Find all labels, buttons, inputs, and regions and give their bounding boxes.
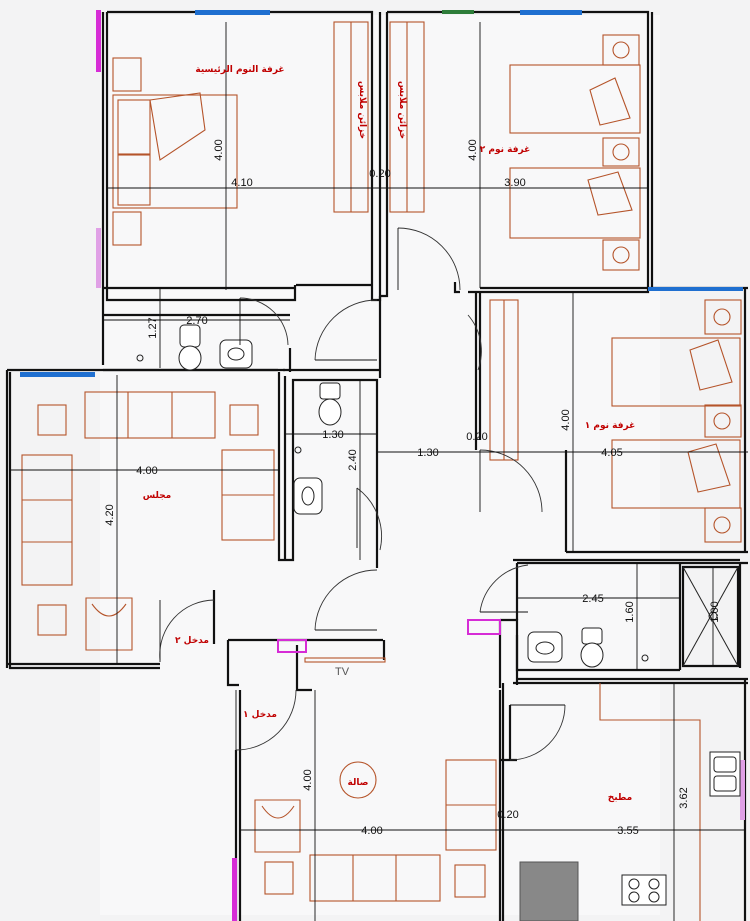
- dim-bed1-h: 4.00: [560, 409, 572, 430]
- dim-kitchen-w: 3.55: [617, 825, 638, 837]
- dim-wall-top: 0.20: [369, 168, 390, 180]
- label-wardrobe-b: خزائن ملابس: [397, 81, 407, 139]
- dim-wc-h: 2.40: [347, 449, 359, 470]
- dimension-lines: [10, 22, 748, 921]
- room-labels: غرفة النوم الرئيسية خزائن ملابس خزائن مل…: [143, 65, 635, 803]
- dimension-labels: 4.00 4.10 0.20 3.90 4.00 2.70 1.27 4.00 …: [104, 139, 721, 837]
- dim-majlis-w: 4.00: [136, 465, 157, 477]
- label-bedroom-1: غرفة نوم ١: [585, 421, 635, 431]
- dim-wall-bot: 0.20: [497, 809, 518, 821]
- label-wardrobe-a: خزائن ملابس: [357, 81, 367, 139]
- kitchen-fixtures: [519, 683, 741, 921]
- windows: [20, 10, 745, 921]
- label-bedroom-2: غرفة نوم ٢: [480, 145, 530, 155]
- dim-kitchen-h: 3.62: [678, 787, 690, 808]
- doors: [159, 227, 566, 761]
- master-bed: [112, 57, 238, 246]
- dim-majlis-h: 4.20: [104, 504, 116, 525]
- label-kitchen: مطبخ: [608, 793, 633, 803]
- label-entrance-1: مدخل ١: [243, 710, 277, 720]
- bedroom-1-beds: [489, 299, 742, 543]
- label-master-bedroom: غرفة النوم الرئيسية: [195, 65, 284, 75]
- dim-bath-h: 1.27: [147, 317, 159, 338]
- dim-bed2-w: 3.90: [504, 177, 525, 189]
- dim-shower-h: 1.00: [709, 601, 721, 622]
- dim-hall-h: 4.00: [302, 769, 314, 790]
- dim-bath2-w: 2.45: [582, 593, 603, 605]
- walls: [5, 10, 748, 921]
- label-entrance-2: مدخل ٢: [175, 636, 209, 646]
- hall-furniture: [254, 657, 497, 902]
- dim-bath-w: 2.70: [186, 315, 207, 327]
- bathroom-fixtures: [136, 324, 739, 668]
- dim-master-h: 4.00: [213, 139, 225, 160]
- label-majlis: مجلس: [143, 491, 171, 501]
- wardrobes: [333, 21, 425, 213]
- dim-bath2-h: 1.60: [624, 601, 636, 622]
- dim-master-w: 4.10: [231, 177, 252, 189]
- dim-wc-w: 1.30: [322, 429, 343, 441]
- dim-bed2-h: 4.00: [467, 139, 479, 160]
- majlis-furniture: [21, 391, 275, 651]
- dim-corridor-w: 1.30: [417, 447, 438, 459]
- label-tv: TV: [335, 666, 350, 678]
- bedroom-2-beds: [509, 34, 641, 271]
- dim-hall-w: 4.00: [361, 825, 382, 837]
- dim-wall-mid: 0.20: [466, 431, 487, 443]
- label-hall: صالة: [348, 778, 369, 788]
- dim-bed1-w: 4.05: [601, 447, 622, 459]
